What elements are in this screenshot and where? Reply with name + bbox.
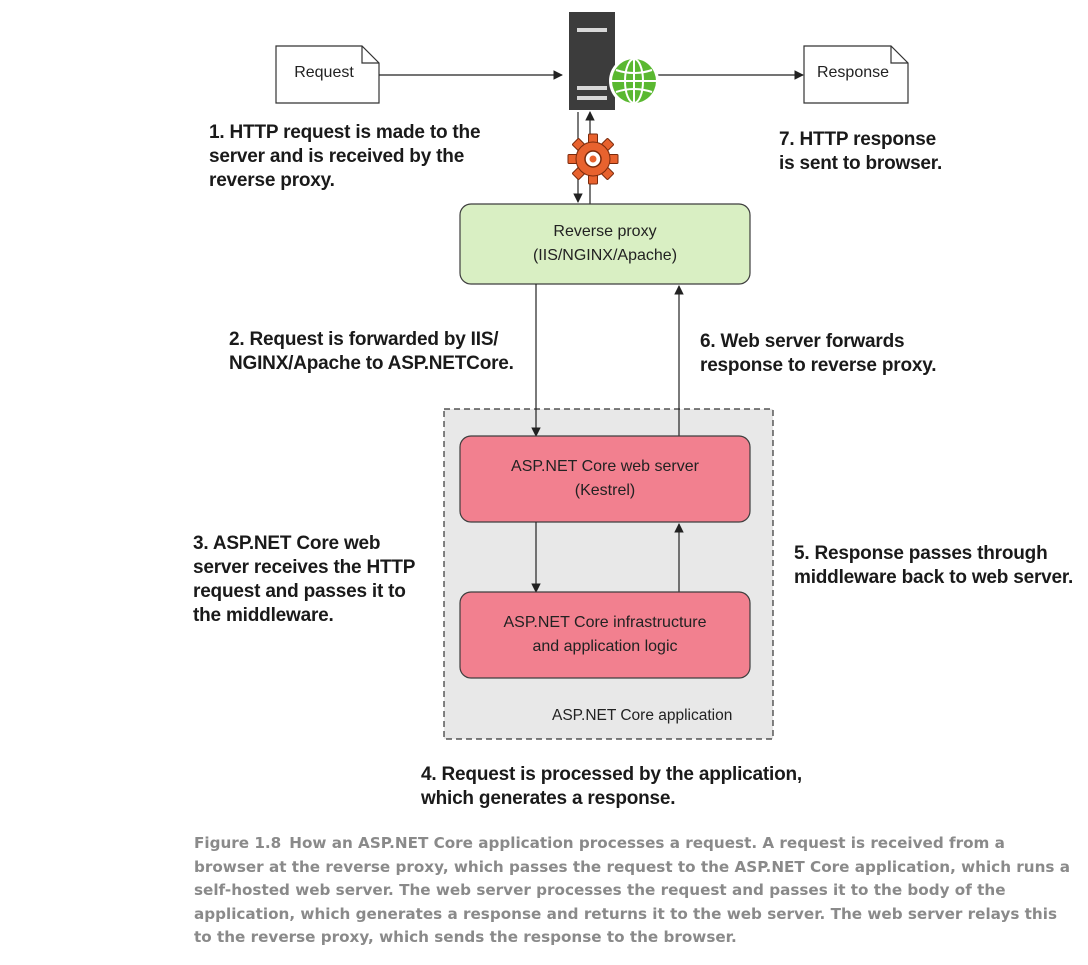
reverse-proxy-box: [459, 203, 751, 285]
app-logic-label: ASP.NET Core infrastructure and applicat…: [503, 614, 707, 655]
step-7-label: 7. HTTP response is sent to browser.: [779, 129, 943, 174]
step-4-label: 4. Request is processed by the applicati…: [421, 764, 803, 809]
response-label: Response: [816, 64, 890, 81]
reverse-proxy-label: Reverse proxy (IIS/NGINX/Apache): [532, 223, 678, 264]
app-logic-box: [459, 591, 751, 679]
step-6-label: 6. Web server forwards response to rever…: [700, 331, 937, 376]
step-2-label: 2. Request is forwarded by IIS/ NGINX/Ap…: [229, 329, 514, 374]
server-icon: [569, 12, 615, 110]
web-server-label: ASP.NET Core web server (Kestrel): [511, 458, 699, 499]
step-5-label: 5. Response passes through middleware ba…: [794, 543, 1074, 588]
web-server-box: [459, 435, 751, 523]
figure-number: Figure 1.8: [194, 834, 282, 852]
request-document: [275, 45, 380, 104]
app-container-label: ASP.NET Core application: [552, 707, 733, 724]
step-1-label: 1. HTTP request is made to the server an…: [209, 122, 481, 191]
response-document: [803, 45, 909, 104]
globe-icon: [609, 56, 659, 106]
figure-caption-text: How an ASP.NET Core application processe…: [194, 834, 1070, 946]
request-label: Request: [294, 64, 354, 81]
gear-icon: [567, 133, 619, 185]
step-3-label: 3. ASP.NET Core web server receives the …: [193, 533, 416, 626]
